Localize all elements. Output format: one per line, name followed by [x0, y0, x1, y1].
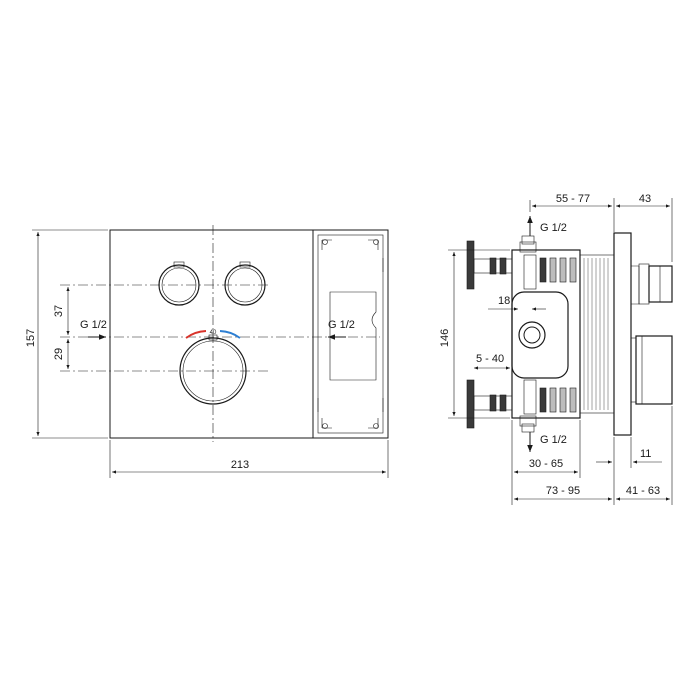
- threaded-sleeve: [579, 254, 615, 414]
- width-label: 213: [231, 459, 249, 471]
- lower-range-label: 30 - 65: [529, 458, 563, 470]
- total-range-right-label: 41 - 63: [626, 485, 660, 497]
- valve-core: [511, 291, 569, 379]
- flange-top: [466, 240, 475, 290]
- body-height-label: 146: [439, 329, 451, 347]
- push-button-left: [158, 261, 200, 306]
- side-dial: [630, 335, 673, 405]
- pipe-stub-top: [473, 257, 513, 275]
- hot-indicator: [185, 330, 207, 339]
- offset-label: 5 - 40: [476, 353, 504, 365]
- dimension-55-77: 55 - 77: [529, 193, 615, 232]
- dimension-5-40: 5 - 40: [474, 353, 510, 370]
- shelf-compartment: [317, 234, 384, 434]
- bore-inner: [523, 326, 541, 344]
- dimension-43: 43: [616, 193, 673, 262]
- total-range-left-label: 73 - 95: [546, 485, 580, 497]
- spacing-upper-label: 37: [53, 305, 65, 317]
- valve-body: [511, 235, 581, 433]
- side-button-housing: [631, 263, 673, 305]
- dimension-height: 157: [25, 229, 108, 439]
- plate-thickness-label: 11: [640, 448, 651, 460]
- bottom-outlet-label: G 1/2: [540, 434, 567, 446]
- spacing-lower-label: 29: [53, 348, 65, 360]
- height-label: 157: [25, 329, 37, 347]
- dimension-18: 18: [488, 295, 546, 311]
- side-view: G 1/2 G 1/2 146 55 - 77 43 18: [439, 193, 673, 505]
- temp-mark-label: 40: [210, 330, 217, 336]
- inlet-left-label: G 1/2: [80, 319, 107, 331]
- dimension-146: 146: [439, 249, 510, 419]
- pipe-stub-bottom: [473, 394, 513, 412]
- mounting-plate: [613, 232, 632, 436]
- plate-depth-label: 43: [639, 193, 651, 205]
- thermostat-dial: 40: [179, 330, 247, 405]
- push-button-right: [224, 261, 266, 306]
- depth-range-top-label: 55 - 77: [556, 193, 590, 205]
- flange-bottom: [466, 379, 475, 429]
- cold-indicator: [219, 330, 241, 339]
- dimension-width: 213: [109, 440, 389, 478]
- dimension-29: 29: [53, 339, 70, 369]
- dimension-41-63: 41 - 63: [616, 406, 673, 505]
- dimension-37: 37: [53, 287, 70, 335]
- inlet-right-label: G 1/2: [328, 319, 355, 331]
- dimension-73-95: 73 - 95: [514, 437, 615, 505]
- front-view: 40 G 1/2 G 1/2 157 37 29 213: [25, 225, 389, 478]
- top-outlet-label: G 1/2: [540, 222, 567, 234]
- inner-bore-label: 18: [498, 295, 510, 307]
- dimension-30-65: 30 - 65: [511, 420, 581, 505]
- dimension-11: 11: [596, 437, 662, 468]
- bore-outer: [518, 321, 546, 349]
- front-plate: [109, 229, 389, 439]
